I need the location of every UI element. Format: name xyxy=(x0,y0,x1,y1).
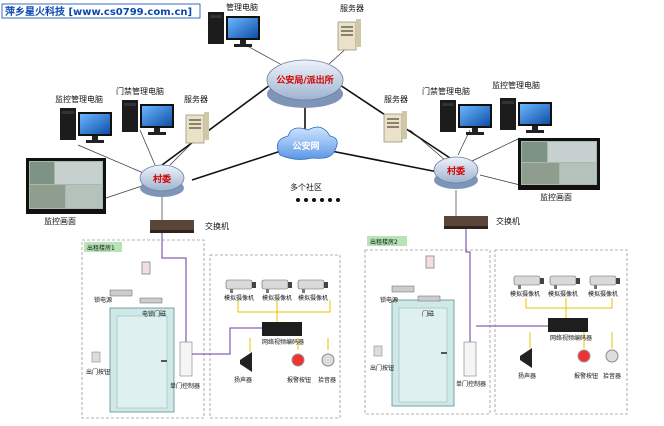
left-camera-2-icon xyxy=(261,279,293,294)
left-switch-label: 交换机 xyxy=(205,221,229,231)
right-server-label: 服务器 xyxy=(384,94,408,104)
left-purple-links xyxy=(161,233,262,355)
right-door xyxy=(391,299,455,407)
left-electric-lock-label: 电锁门磁 xyxy=(142,310,166,318)
right-access-pc-icon xyxy=(440,100,492,135)
left-camera-1-label: 模拟摄像机 xyxy=(224,294,254,302)
left-access-pc-label: 门禁管理电脑 xyxy=(116,86,164,96)
manage-pc-icon xyxy=(208,12,260,47)
left-monitor-screen-label: 监控画面 xyxy=(44,216,76,226)
right-encoder-label: 网络视频编码器 xyxy=(550,334,592,342)
left-monitor-pc-label: 监控管理电脑 xyxy=(55,94,103,104)
left-camera-3-label: 模拟摄像机 xyxy=(298,294,328,302)
right-camera-2-label: 模拟摄像机 xyxy=(548,290,578,298)
police-network-cloud: 公安网 xyxy=(276,126,338,160)
right-camera-1-label: 模拟摄像机 xyxy=(510,290,540,298)
left-monitor-screen xyxy=(26,158,106,214)
right-encoder-icon xyxy=(548,318,588,332)
left-camera-1-icon xyxy=(225,279,257,294)
police-network-label: 公安网 xyxy=(292,140,319,152)
right-door-controller-label: 单门控制器 xyxy=(456,380,486,388)
left-encoder-label: 网络视频编码器 xyxy=(262,338,304,346)
right-building-label: 出租楼房2 xyxy=(370,238,398,246)
police-hub: 公安局/派出所 xyxy=(266,59,344,108)
left-horn-label: 扬声器 xyxy=(234,376,252,384)
left-server-label: 服务器 xyxy=(184,94,208,104)
left-exit-button-icon xyxy=(91,351,101,363)
right-exit-button-icon xyxy=(373,345,383,357)
backbone-links xyxy=(161,84,451,181)
left-switch xyxy=(150,220,194,233)
left-door xyxy=(109,307,175,413)
left-exit-button-label: 出门按钮 xyxy=(86,368,110,376)
right-yellow-links xyxy=(525,298,613,348)
left-server-icon xyxy=(185,111,210,144)
left-pickup-icon xyxy=(321,353,335,367)
left-access-pc-icon xyxy=(122,100,174,135)
left-yellow-links xyxy=(237,300,331,352)
right-pickup-label: 拾音器 xyxy=(603,372,621,380)
right-camera-3-icon xyxy=(589,275,621,290)
left-pickup-label: 拾音器 xyxy=(318,376,336,384)
lan-links xyxy=(77,41,521,222)
right-monitor-screen-label: 监控画面 xyxy=(540,192,572,202)
center-manage-pc-label: 管理电脑 xyxy=(226,2,258,12)
right-access-pc-label: 门禁管理电脑 xyxy=(422,86,470,96)
multi-community-label: 多个社区 xyxy=(290,182,322,192)
right-door-controller-icon xyxy=(463,341,477,377)
right-monitor-screen xyxy=(518,138,600,190)
left-village-hub: 村委 xyxy=(139,164,185,197)
left-alarm-button-label: 报警按钮 xyxy=(287,376,311,384)
right-alarm-button-icon xyxy=(577,349,591,363)
right-alarm-button-label: 报警按钮 xyxy=(574,372,598,380)
left-door-controller-icon xyxy=(179,341,193,377)
site-header: 萍乡星火科技 [www.cs0799.com.cn] xyxy=(5,5,192,18)
center-server-label: 服务器 xyxy=(340,3,364,13)
right-switch-label: 交换机 xyxy=(496,216,520,226)
right-horn-icon xyxy=(520,348,532,368)
left-camera-3-icon xyxy=(297,279,329,294)
right-purple-links xyxy=(465,229,548,342)
left-village-label: 村委 xyxy=(153,173,172,185)
left-monitor-pc-icon xyxy=(60,108,112,143)
left-horn-icon xyxy=(240,352,252,372)
right-lock-power-label: 锁电源 xyxy=(380,296,398,304)
right-server-icon xyxy=(383,110,408,143)
center-server-icon xyxy=(337,18,362,51)
right-camera-2-icon xyxy=(549,275,581,290)
right-siren xyxy=(425,255,435,269)
left-alarm-button-icon xyxy=(291,353,305,367)
ellipsis-dots xyxy=(296,198,340,202)
police-hub-label: 公安局/派出所 xyxy=(276,74,333,86)
left-encoder-icon xyxy=(262,322,302,336)
left-camera-2-label: 模拟摄像机 xyxy=(262,294,292,302)
right-switch xyxy=(444,216,488,229)
right-monitor-pc-label: 监控管理电脑 xyxy=(492,80,540,90)
right-exit-button-label: 出门按钮 xyxy=(370,364,394,372)
right-monitor-pc-icon xyxy=(500,98,552,133)
left-building-label: 出租楼房1 xyxy=(87,244,115,252)
right-horn-label: 扬声器 xyxy=(518,372,536,380)
left-door-controller-label: 单门控制器 xyxy=(170,382,200,390)
right-camera-3-label: 模拟摄像机 xyxy=(588,290,618,298)
right-electric-lock-label: 门磁 xyxy=(422,310,434,318)
right-village-hub: 村委 xyxy=(433,156,479,189)
left-lock-power-label: 锁电源 xyxy=(94,296,112,304)
left-siren xyxy=(141,261,151,275)
right-camera-1-icon xyxy=(513,275,545,290)
right-pickup-icon xyxy=(605,349,619,363)
right-village-label: 村委 xyxy=(447,165,466,177)
